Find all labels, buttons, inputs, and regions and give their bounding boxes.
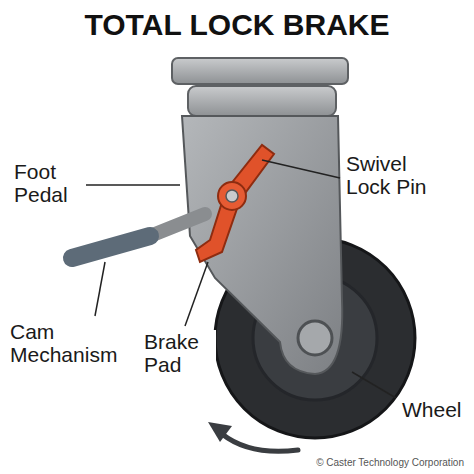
leader-line xyxy=(95,262,105,316)
leader-line xyxy=(262,160,340,178)
leader-line xyxy=(185,262,208,326)
top-plate xyxy=(172,58,348,84)
part-label: Brake Pad xyxy=(142,330,216,376)
part-label: Swivel Lock Pin xyxy=(344,152,448,198)
rotation-arrowhead xyxy=(208,422,232,442)
leader-line xyxy=(352,372,396,398)
part-label: Foot Pedal xyxy=(12,160,86,206)
part-label: Wheel xyxy=(400,398,464,421)
swivel-ring xyxy=(188,86,336,116)
leader-line xyxy=(82,184,180,186)
axle-bolt xyxy=(298,321,332,355)
pivot-pin xyxy=(226,190,238,202)
cam-pivot xyxy=(218,182,246,210)
copyright-watermark: © Caster Technology Corporation xyxy=(314,457,466,468)
diagram-title: TOTAL LOCK BRAKE xyxy=(0,8,474,41)
rotation-arrow xyxy=(222,434,298,451)
part-label: Cam Mechanism xyxy=(8,320,142,366)
foot-pedal xyxy=(72,236,150,258)
